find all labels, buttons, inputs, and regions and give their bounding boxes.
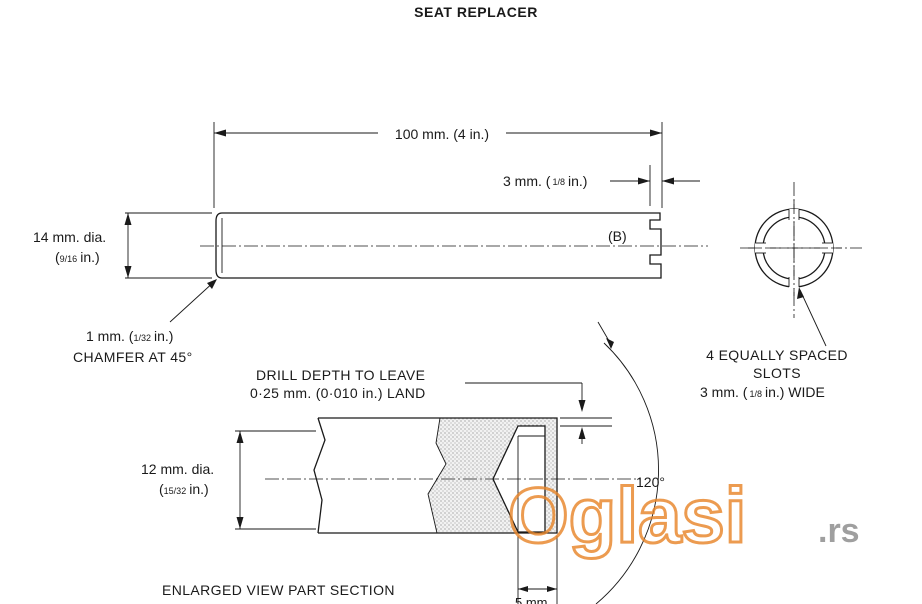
section-caption: ENLARGED VIEW PART SECTION <box>162 582 395 598</box>
slots-line1: 4 EQUALLY SPACED <box>706 347 848 363</box>
chamfer-fraction: 1/32 <box>133 333 151 343</box>
slots-width-suffix: in.) WIDE <box>765 384 825 400</box>
bottom-dimension: 5 mm <box>515 536 558 604</box>
drill-depth-callout: DRILL DEPTH TO LEAVE 0·25 mm. (0·010 in.… <box>250 367 612 444</box>
rod-end-view <box>740 182 862 347</box>
slots-width-fraction: 1/8 <box>749 389 762 399</box>
drawing-title: SEAT REPLACER <box>414 4 538 20</box>
chamfer-suffix: in.) <box>154 328 173 344</box>
drill-line1: DRILL DEPTH TO LEAVE <box>256 367 425 383</box>
slot-depth-prefix: 3 mm. ( <box>503 173 551 189</box>
bottom-dim-label: 5 mm <box>515 595 548 604</box>
slots-width-prefix: 3 mm. ( <box>700 384 748 400</box>
angle-label: 120° <box>636 474 665 490</box>
slots-line2: SLOTS <box>753 365 801 381</box>
rod-diameter-fraction: 9/16 <box>60 254 78 264</box>
section-diameter-fraction: 15/32 <box>164 486 187 496</box>
watermark-suffix: .rs <box>818 512 860 550</box>
length-dimension: 100 mm. (4 in.) <box>213 122 663 208</box>
section-diameter-suffix: in.) <box>189 481 208 497</box>
rod-side-view <box>200 212 708 279</box>
chamfer-angle: CHAMFER AT 45° <box>73 349 193 365</box>
chamfer-prefix: 1 mm. ( <box>86 328 134 344</box>
angle-dimension: 120° <box>595 321 665 604</box>
rod-diameter-label: 14 mm. dia. <box>33 229 106 245</box>
end-label: (B) <box>608 228 627 244</box>
drill-line2: 0·25 mm. (0·010 in.) LAND <box>250 385 426 401</box>
enlarged-section <box>265 417 640 534</box>
watermark-logo: Oglasi .rs <box>507 470 860 561</box>
slot-depth-fraction: 1/8 <box>552 177 565 187</box>
length-label: 100 mm. (4 in.) <box>395 126 489 142</box>
slot-depth-suffix: in.) <box>568 173 587 189</box>
section-diameter-label: 12 mm. dia. <box>141 461 214 477</box>
rod-diameter-suffix: in.) <box>80 249 99 265</box>
watermark-text: Oglasi <box>508 471 746 559</box>
